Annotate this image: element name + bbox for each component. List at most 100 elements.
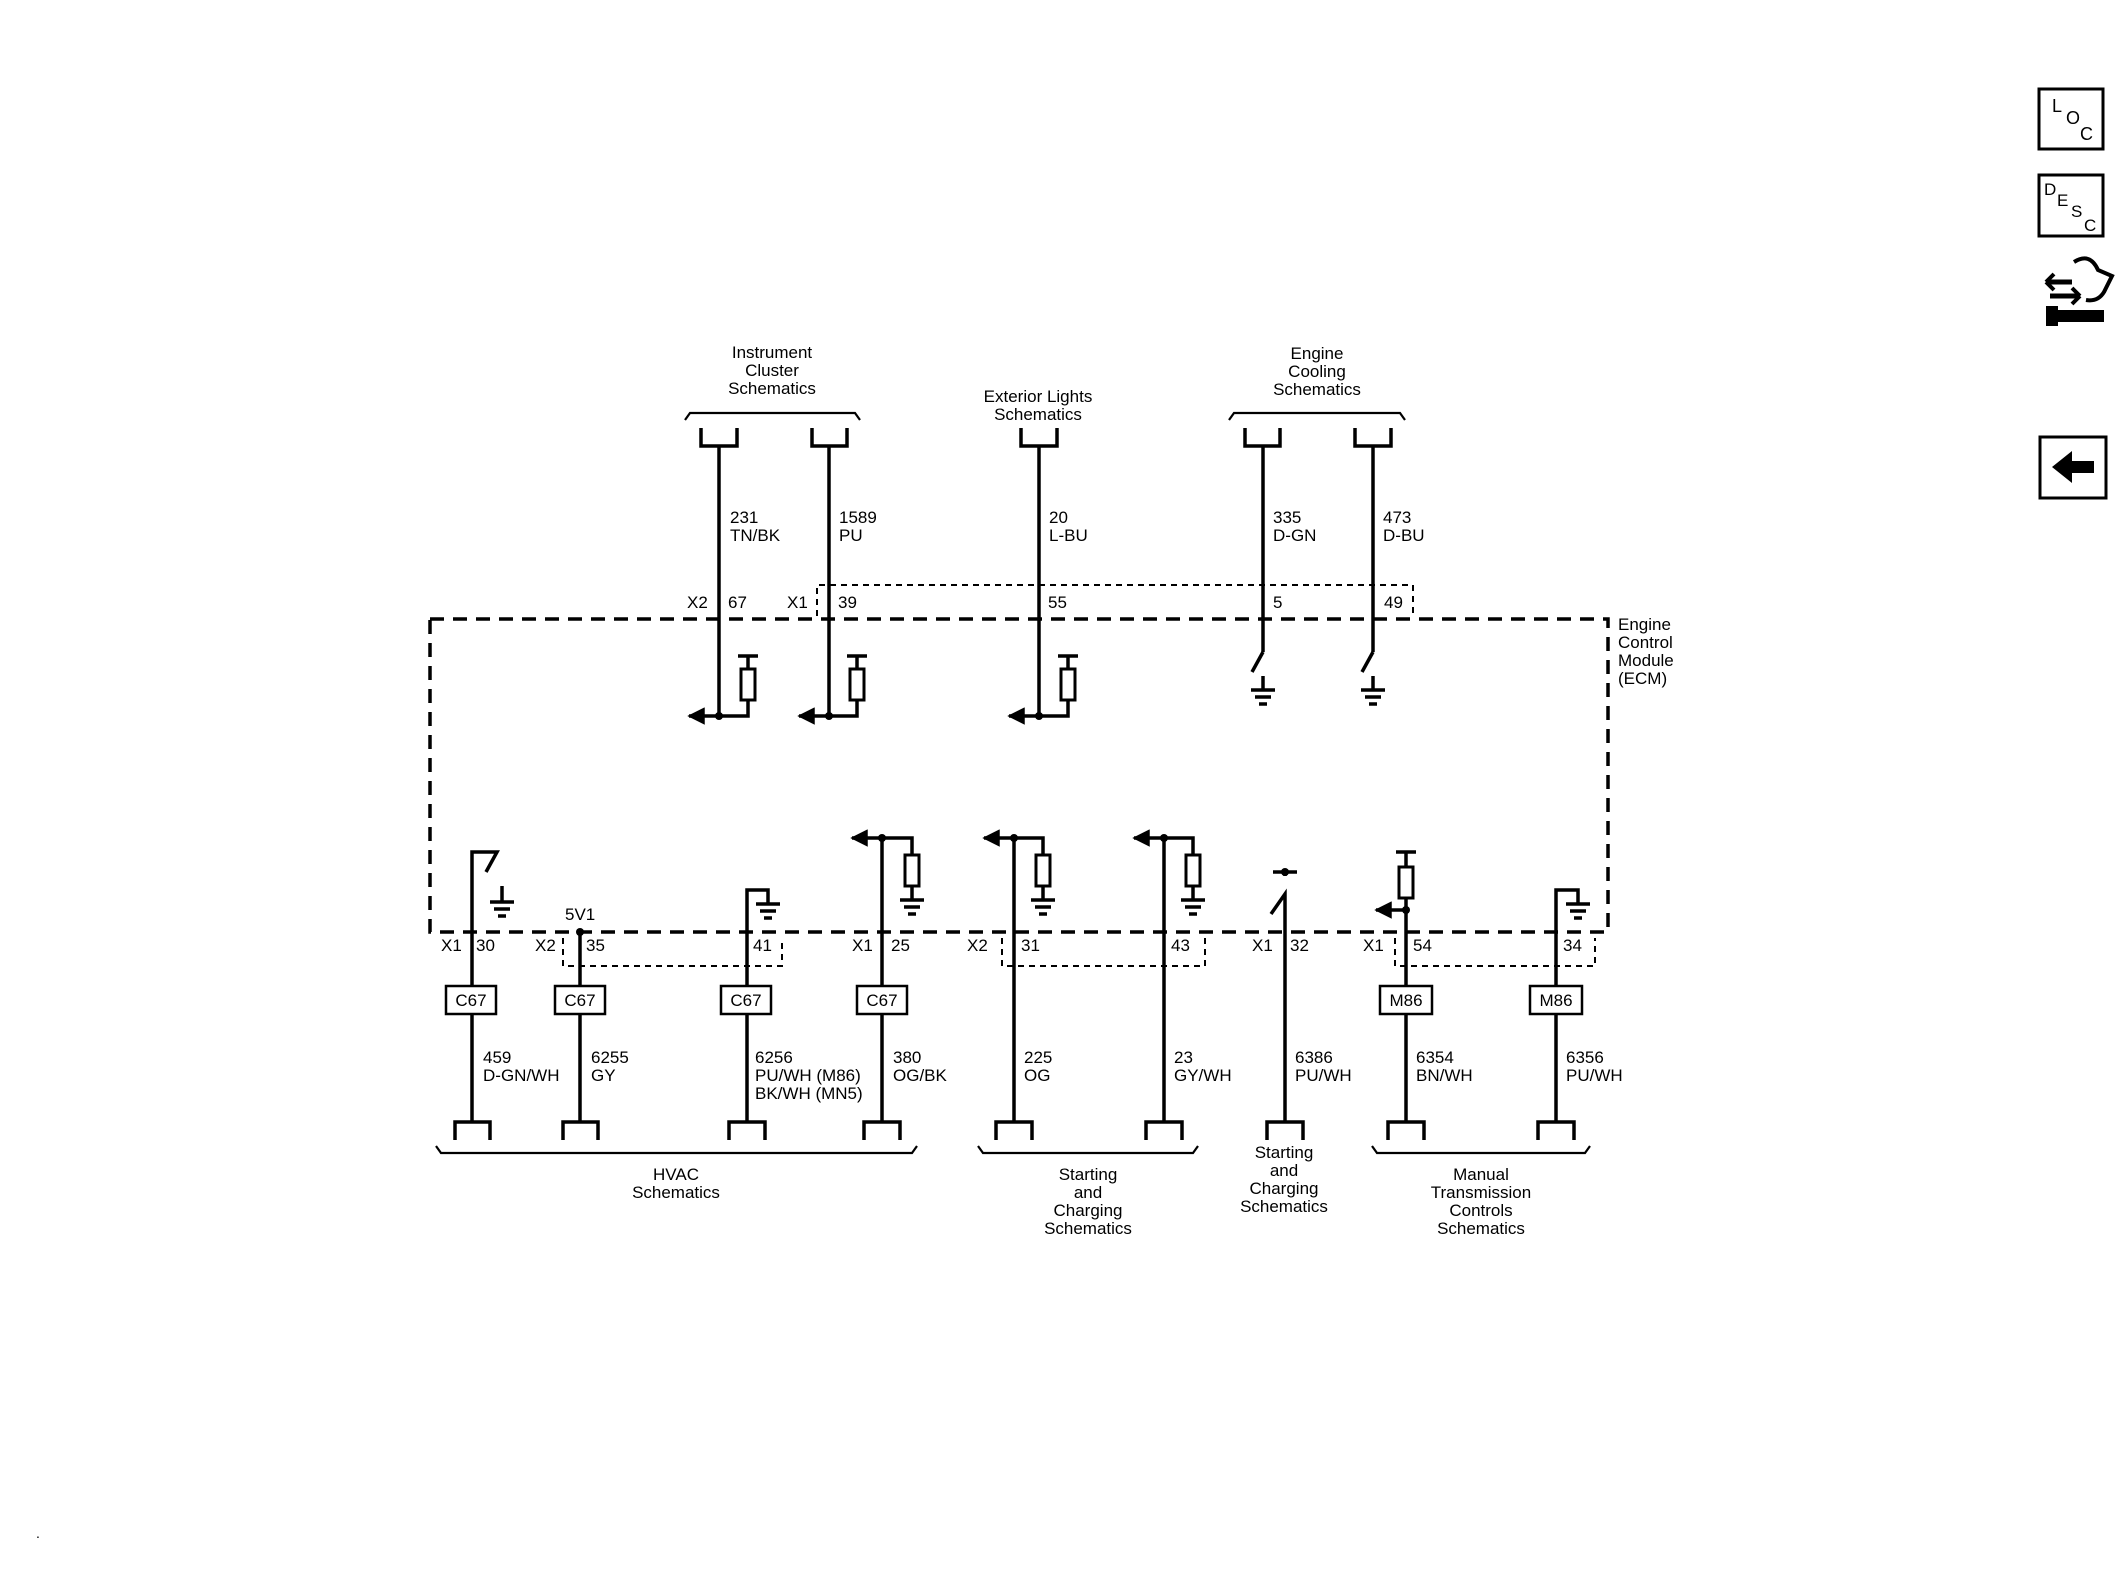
option-box-6255: C67 [553, 984, 607, 1016]
pin-32: 32 [1290, 936, 1309, 955]
pin-5: 5 [1273, 593, 1282, 612]
instrument-label-2: Cluster [745, 361, 799, 380]
bottom-plug-23 [1144, 1120, 1184, 1140]
ecm-label-4: (ECM) [1618, 669, 1667, 688]
top-socket-1589 [810, 428, 849, 448]
internal-6256-ground [745, 888, 780, 940]
starting-bracket [977, 1145, 1199, 1155]
cooling-label-3: Schematics [1273, 380, 1361, 399]
description-view-button[interactable]: D E S C [2037, 173, 2105, 238]
bottom-plug-6255 [561, 1120, 600, 1140]
supply-node [576, 928, 584, 936]
circuit-6356-number: 6356 [1566, 1048, 1604, 1067]
bottom-x2-connector-outline-b [1001, 938, 1206, 967]
manual-bracket [1371, 1145, 1591, 1155]
internal-231 [687, 654, 758, 725]
bottom-plug-225 [994, 1120, 1034, 1140]
wiring-repair-button[interactable] [2044, 256, 2115, 326]
circuit-6256-color-alt: BK/WH (MN5) [755, 1084, 863, 1103]
circuit-473-color: D-BU [1383, 526, 1425, 545]
pin-41: 41 [753, 936, 772, 955]
starting2-label-4: Schematics [1240, 1197, 1328, 1216]
starting2-label-1: Starting [1255, 1143, 1314, 1162]
starting2-label-3: Charging [1250, 1179, 1319, 1198]
bottom-conn-25: X1 [852, 936, 873, 955]
internal-335-switch [1250, 651, 1275, 706]
internal-1589 [797, 654, 867, 725]
ecm-boundary [428, 617, 1610, 934]
loc-letter-o: O [2066, 108, 2080, 128]
circuit-231-color: TN/BK [730, 526, 781, 545]
circuit-6256-color: PU/WH (M86) [755, 1066, 861, 1085]
bottom-plug-459 [453, 1120, 492, 1140]
location-view-button[interactable]: L O C [2037, 87, 2105, 151]
circuit-380-number: 380 [893, 1048, 921, 1067]
internal-6354 [1374, 850, 1416, 940]
desc-letter-s: S [2071, 202, 2082, 221]
manual-label-4: Schematics [1437, 1219, 1525, 1238]
internal-473-switch [1360, 651, 1385, 706]
pin-34: 34 [1563, 936, 1582, 955]
option-box-459: C67 [444, 984, 498, 1016]
bottom-x2-connector-outline-a [562, 938, 783, 967]
hvac-bracket [435, 1145, 918, 1155]
back-arrow-icon [2052, 451, 2094, 483]
manual-label-2: Transmission [1431, 1183, 1531, 1202]
circuit-335-number: 335 [1273, 508, 1301, 527]
top-connector-x2: X2 [687, 593, 708, 612]
pin-35: 35 [586, 936, 605, 955]
circuit-6354-color: BN/WH [1416, 1066, 1473, 1085]
instrument-bracket [684, 411, 861, 421]
top-socket-20 [1019, 428, 1059, 448]
circuit-6255-color: GY [591, 1066, 616, 1085]
svg-text:M86: M86 [1389, 991, 1422, 1010]
svg-text:C67: C67 [564, 991, 595, 1010]
ecm-label-1: Engine [1618, 615, 1671, 634]
ecm-label-2: Control [1618, 633, 1673, 652]
internal-6386-switch [1269, 868, 1297, 940]
circuit-6256-number: 6256 [755, 1048, 793, 1067]
ecm-label-3: Module [1618, 651, 1674, 670]
bottom-conn-32: X1 [1252, 936, 1273, 955]
loc-letter-l: L [2052, 96, 2062, 116]
desc-letter-d: D [2044, 180, 2056, 199]
top-socket-231 [699, 428, 739, 448]
pin-54: 54 [1413, 936, 1432, 955]
bottom-plug-6356 [1536, 1120, 1576, 1140]
svg-text:C67: C67 [866, 991, 897, 1010]
bottom-conn-31: X2 [967, 936, 988, 955]
internal-6356-ground [1554, 888, 1590, 940]
instrument-label-3: Schematics [728, 379, 816, 398]
hvac-label-2: Schematics [632, 1183, 720, 1202]
bottom-conn-30: X1 [441, 936, 462, 955]
starting1-label-2: and [1074, 1183, 1102, 1202]
option-box-6256: C67 [719, 984, 773, 1016]
hvac-label-1: HVAC [653, 1165, 699, 1184]
circuit-6356-color: PU/WH [1566, 1066, 1623, 1085]
top-x1-connector-outline [816, 584, 1414, 616]
cooling-bracket [1228, 411, 1406, 421]
option-box-6356: M86 [1528, 984, 1584, 1016]
pin-31: 31 [1021, 936, 1040, 955]
circuit-20-number: 20 [1049, 508, 1068, 527]
wiring-repair-icon [2044, 256, 2115, 326]
pin-49: 49 [1384, 593, 1403, 612]
internal-23 [1132, 829, 1205, 940]
circuit-6255-number: 6255 [591, 1048, 629, 1067]
back-button[interactable] [2038, 435, 2108, 500]
option-box-6354: M86 [1378, 984, 1434, 1016]
instrument-label-1: Instrument [732, 343, 813, 362]
exterior-label-1: Exterior Lights [984, 387, 1093, 406]
circuit-459-color: D-GN/WH [483, 1066, 559, 1085]
circuit-335-color: D-GN [1273, 526, 1316, 545]
pin-43: 43 [1171, 936, 1190, 955]
circuit-23-color: GY/WH [1174, 1066, 1232, 1085]
bottom-plug-6386 [1265, 1120, 1305, 1140]
bottom-plug-380 [862, 1120, 902, 1140]
circuit-473-number: 473 [1383, 508, 1411, 527]
top-socket-335 [1243, 428, 1282, 448]
manual-label-3: Controls [1449, 1201, 1512, 1220]
internal-225 [982, 829, 1055, 940]
circuit-1589-number: 1589 [839, 508, 877, 527]
